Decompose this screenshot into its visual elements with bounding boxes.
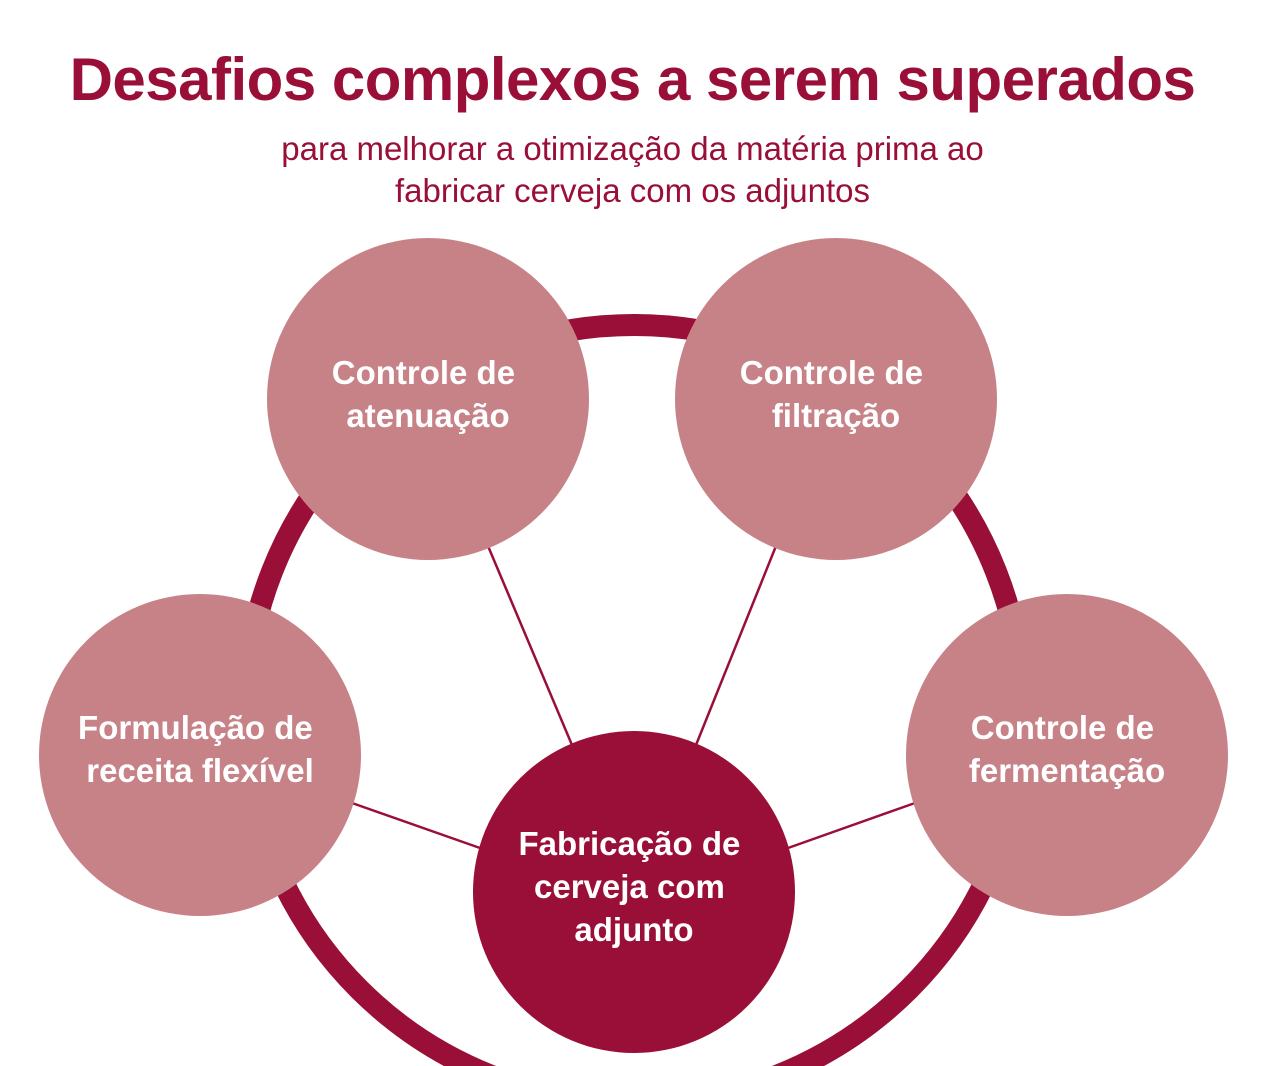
node-label-line: adjunto (574, 911, 693, 948)
page-subtitle: para melhorar a otimização da matéria pr… (0, 128, 1265, 212)
node-circle (675, 238, 997, 560)
page-title: Desafios complexos a serem superados (69, 46, 1196, 113)
node-label-line: Controle de (740, 354, 923, 391)
connector-fermentacao (787, 801, 916, 850)
connector-filtracao (694, 545, 778, 746)
node-label-line: cerveja com (534, 868, 725, 905)
node-label-line: atenuação (346, 397, 509, 434)
node-circle (906, 594, 1228, 916)
node-label-line: filtração (772, 397, 900, 434)
connector-formulacao (351, 801, 481, 850)
node-label: Controle de filtração (740, 354, 933, 434)
node-controle-de-fermentacao: Controle de fermentação (906, 594, 1228, 916)
node-formulacao-de-receita-flexivel: Formulação de receita flexível (39, 594, 361, 916)
node-label-line: receita flexível (86, 752, 314, 789)
node-label-line: Formulação de (78, 709, 313, 746)
subtitle-line-1: para melhorar a otimização da matéria pr… (281, 130, 984, 167)
node-circle-center (473, 731, 795, 1053)
node-label: Controle de fermentação (969, 709, 1165, 789)
node-label: Controle de atenuação (332, 354, 525, 434)
node-label: Fabricação de cerveja com adjunto (518, 825, 749, 948)
node-controle-de-filtracao: Controle de filtração (675, 238, 997, 560)
node-label-line: Controle de (332, 354, 515, 391)
node-label: Formulação de receita flexível (78, 709, 322, 789)
node-circle (39, 594, 361, 916)
node-label-line: Controle de (971, 709, 1154, 746)
node-controle-de-atenuacao: Controle de atenuação (267, 238, 589, 560)
node-circle (267, 238, 589, 560)
subtitle-line-2: fabricar cerveja com os adjuntos (394, 172, 871, 209)
connector-atenuacao (486, 545, 574, 746)
node-fabricacao-de-cerveja-com-adjunto: Fabricação de cerveja com adjunto (473, 731, 795, 1053)
node-label-line: Fabricação de (518, 825, 740, 862)
node-label-line: fermentação (969, 752, 1165, 789)
